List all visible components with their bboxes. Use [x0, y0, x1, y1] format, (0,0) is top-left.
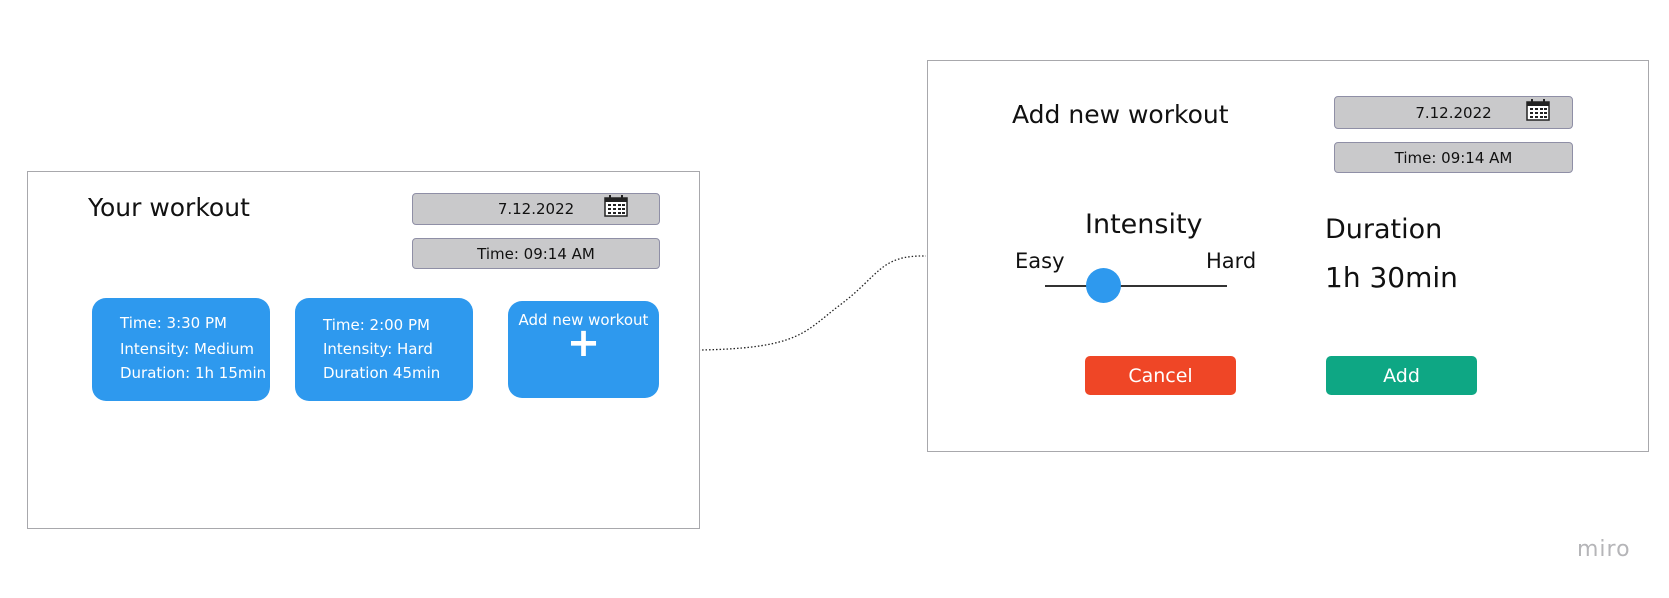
workout-card[interactable]: Time: 2:00 PM Intensity: Hard Duration 4…	[295, 298, 473, 401]
workout-duration: Duration 45min	[323, 364, 441, 382]
date-value: 7.12.2022	[1415, 103, 1492, 122]
time-value: Time: 09:14 AM	[1394, 148, 1513, 167]
intensity-label: Intensity	[1085, 209, 1203, 240]
add-workout-button[interactable]: Add new workout +	[508, 301, 659, 398]
calendar-icon[interactable]	[604, 195, 628, 217]
intensity-min-label: Easy	[1015, 249, 1065, 273]
workout-time: Time: 2:00 PM	[323, 316, 430, 334]
slider-track[interactable]	[1045, 285, 1227, 287]
add-button-label: Add	[1383, 364, 1420, 387]
page-title: Your workout	[88, 193, 250, 222]
miro-watermark: miro	[1577, 537, 1631, 562]
workout-duration: Duration: 1h 15min	[120, 364, 267, 382]
plus-icon: +	[566, 320, 601, 366]
add-workout-label: Add new workout	[518, 311, 649, 329]
workout-intensity: Intensity: Hard	[323, 340, 433, 358]
calendar-icon[interactable]	[1526, 99, 1550, 121]
workout-time: Time: 3:30 PM	[120, 314, 227, 332]
duration-value[interactable]: 1h 30min	[1325, 261, 1458, 294]
date-value: 7.12.2022	[497, 200, 575, 218]
workout-intensity: Intensity: Medium	[120, 340, 254, 358]
date-picker[interactable]: 7.12.2022	[412, 193, 660, 225]
workout-card[interactable]: Time: 3:30 PM Intensity: Medium Duration…	[92, 298, 270, 401]
date-picker[interactable]: 7.12.2022	[1334, 96, 1573, 129]
time-value: Time: 09:14 AM	[477, 244, 595, 263]
dialog-title: Add new workout	[1012, 100, 1229, 129]
slider-handle[interactable]	[1085, 268, 1121, 303]
cancel-button-label: Cancel	[1128, 364, 1193, 387]
duration-label: Duration	[1325, 214, 1443, 245]
cancel-button[interactable]: Cancel	[1085, 356, 1236, 395]
intensity-max-label: Hard	[1206, 249, 1257, 273]
time-field[interactable]: Time: 09:14 AM	[412, 238, 660, 269]
add-button[interactable]: Add	[1326, 356, 1477, 395]
time-field[interactable]: Time: 09:14 AM	[1334, 142, 1573, 173]
